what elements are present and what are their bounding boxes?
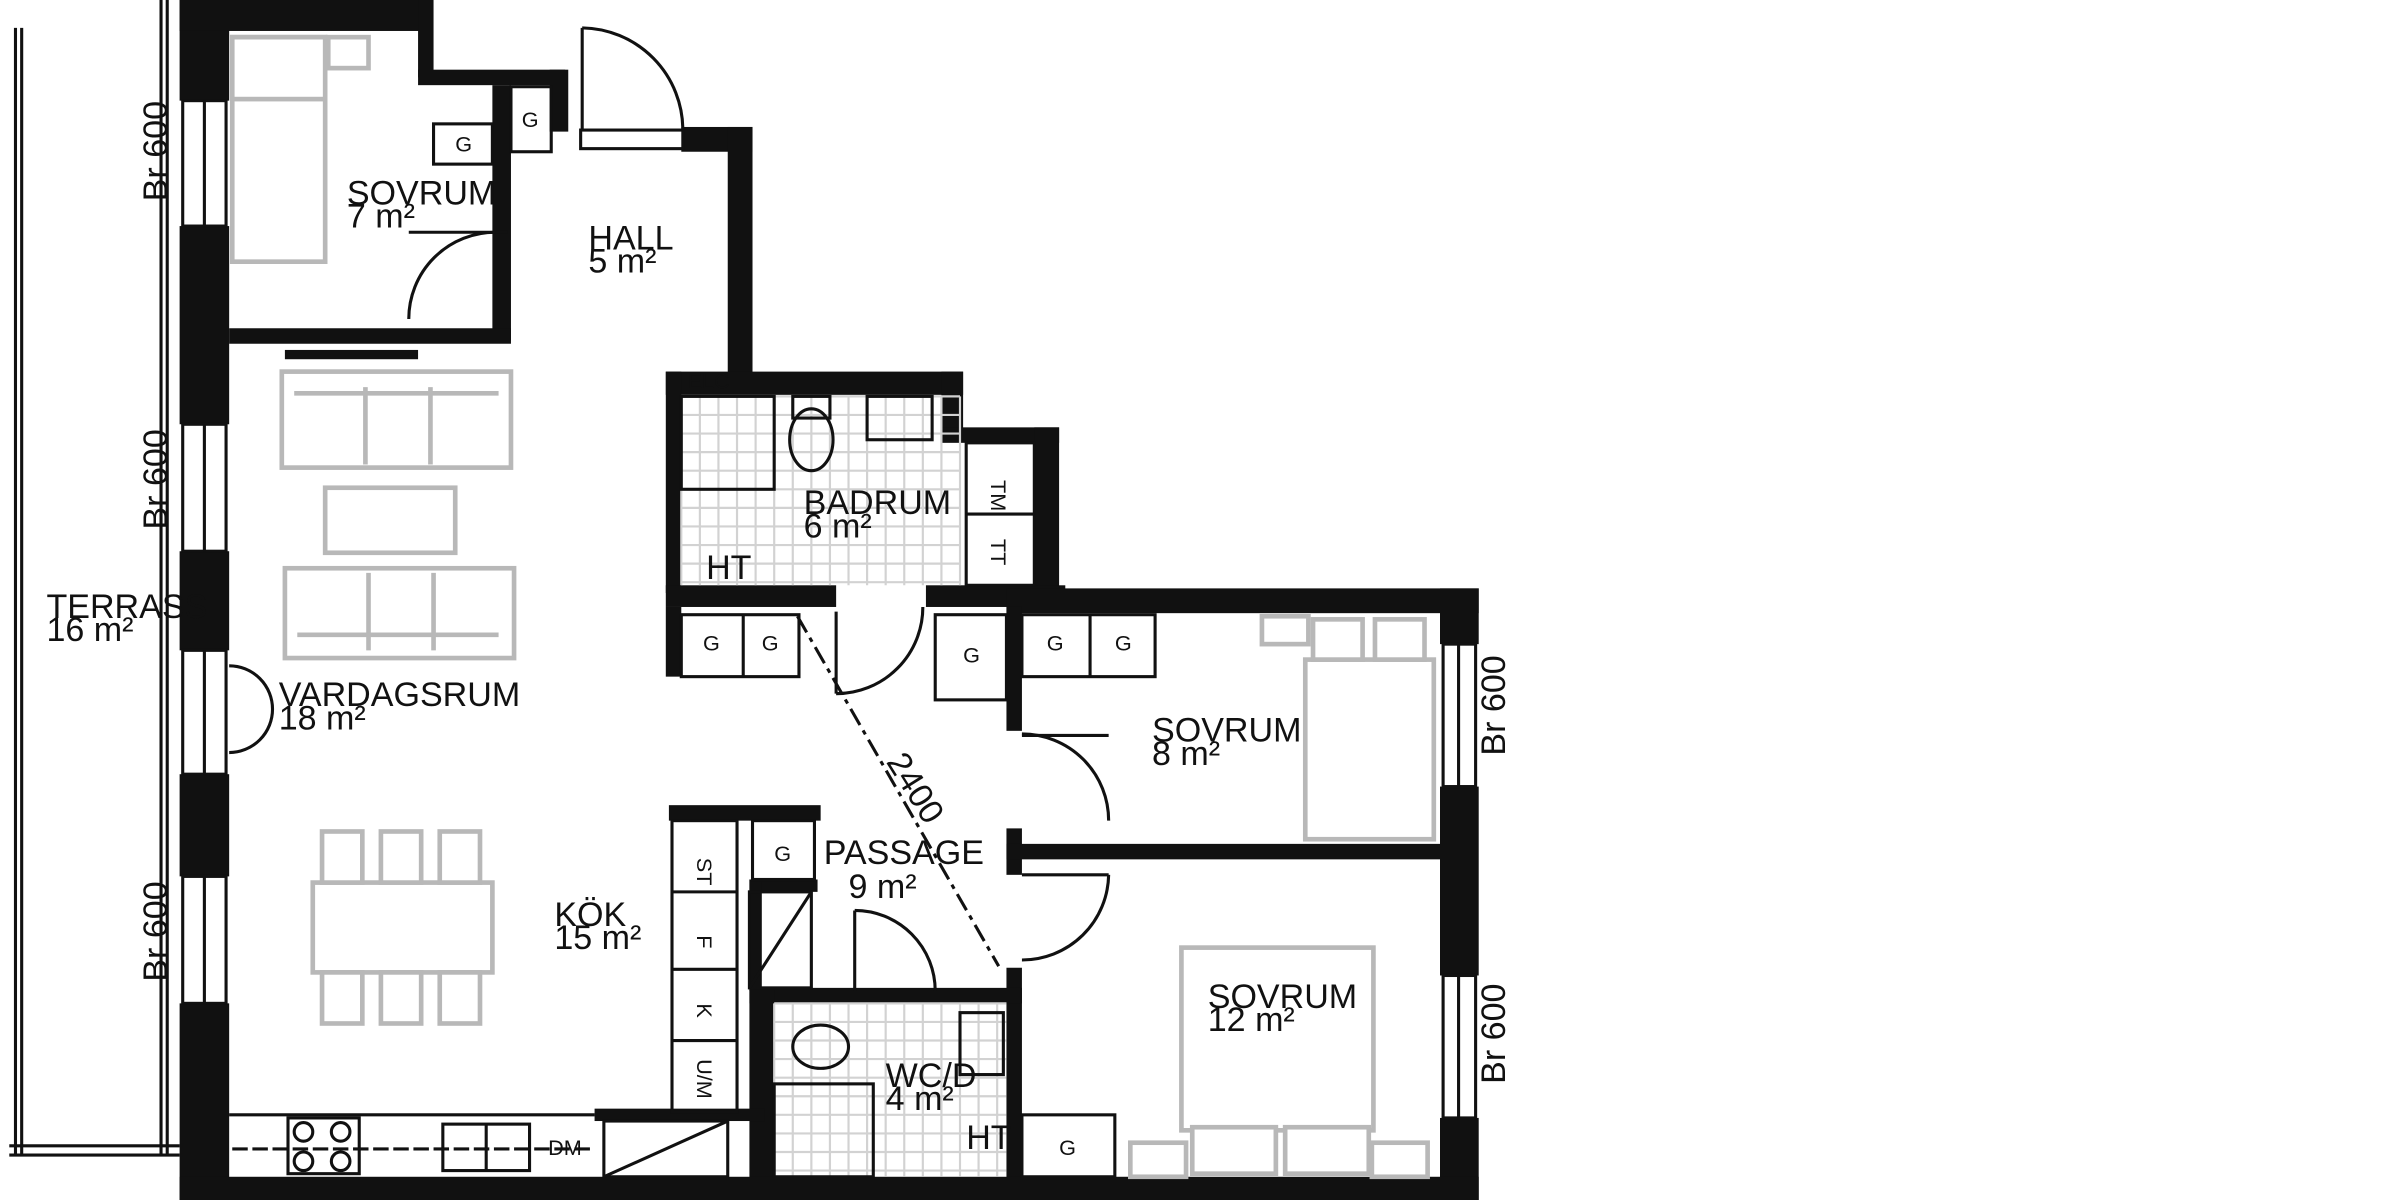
window-label: Br 600 — [137, 101, 175, 201]
sovrum-se-area: 12 m² — [1208, 1001, 1295, 1039]
stove-label: ST — [692, 858, 717, 886]
sovrum-se-name: SOVRUM — [1208, 978, 1357, 1016]
wardrobe-label: G — [963, 643, 980, 668]
kitchen-fixtures — [229, 819, 739, 1179]
window-label: Br 600 — [137, 881, 175, 981]
wardrobe-label: G — [1047, 630, 1064, 655]
washer-label: TM — [986, 480, 1011, 511]
furniture — [229, 34, 1437, 1180]
wardrobe-label: G — [1115, 630, 1132, 655]
wcd-area: 4 m² — [886, 1080, 954, 1118]
hall-area: 5 m² — [588, 243, 656, 281]
walls — [179, 0, 1479, 1200]
hall-name: HALL — [588, 219, 673, 257]
kok-area: 15 m² — [554, 919, 641, 957]
electric-label: ELC — [687, 369, 729, 394]
window-labels: Br 600 Br 600 Br 600 Br 600 Br 600 — [137, 101, 1513, 1084]
badrum-name: BADRUM — [804, 484, 952, 522]
sovrum-e-name: SOVRUM — [1152, 712, 1301, 750]
wc-heater-label: HT — [966, 1119, 1012, 1157]
fixture-labels: G G G G G G G G G HT HT ELC TM TT ST F K… — [455, 107, 1131, 1160]
terrass-name: TERRASS — [46, 588, 207, 626]
passage-name: PASSAGE — [824, 834, 984, 872]
window-label: Br 600 — [1475, 655, 1513, 755]
fridge-label: F — [692, 935, 717, 948]
bath-heater-label: HT — [706, 549, 752, 587]
passage-area: 9 m² — [849, 868, 917, 906]
vardagsrum-name: VARDAGSRUM — [279, 676, 521, 714]
windows — [181, 99, 1478, 1120]
terrass-area: 16 m² — [46, 611, 133, 649]
passage-dimension: 2400 — [879, 746, 951, 830]
wardrobe-label: G — [455, 132, 472, 157]
window-label: Br 600 — [137, 429, 175, 529]
badrum-area: 6 m² — [804, 507, 872, 545]
sovrum-nw-area: 7 m² — [347, 198, 415, 236]
sovrum-e-area: 8 m² — [1152, 735, 1220, 773]
wardrobe-label: G — [522, 107, 539, 132]
vardagsrum-area: 18 m² — [279, 699, 366, 737]
wcd-name: WC/D — [886, 1057, 977, 1095]
wardrobe-label: G — [774, 841, 791, 866]
freezer-label: K — [692, 1003, 717, 1018]
room-labels: TERRASS 16 m² SOVRUM 7 m² HALL 5 m² BADR… — [46, 174, 1357, 1118]
doors — [229, 26, 1111, 991]
sovrum-nw-name: SOVRUM — [347, 174, 496, 212]
wardrobes — [432, 85, 1157, 1179]
dryer-label: TT — [986, 539, 1011, 565]
wardrobe-label: G — [1059, 1135, 1076, 1160]
bath-fixtures — [679, 394, 1036, 1179]
window-label: Br 600 — [1475, 984, 1513, 1084]
dishwasher-label: DM — [548, 1135, 582, 1160]
kok-name: KÖK — [554, 896, 626, 934]
terrace — [9, 0, 180, 1157]
wardrobe-label: G — [703, 630, 720, 655]
wardrobe-label: G — [762, 630, 779, 655]
microwave-label: U/M — [692, 1059, 717, 1099]
